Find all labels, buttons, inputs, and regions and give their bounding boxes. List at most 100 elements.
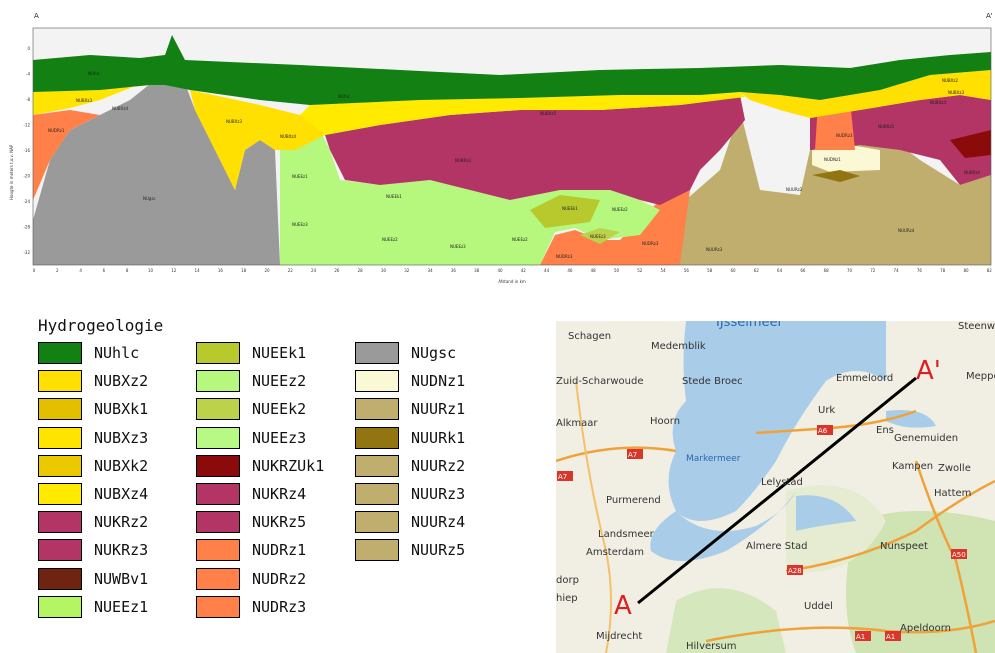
legend-item: NUBXk2 [38, 454, 148, 477]
unit-label: NUBXz3 [76, 98, 93, 103]
legend-item: NUWBv1 [38, 567, 148, 590]
unit-nuurk-right [812, 170, 860, 182]
unit-label: NUBXz4 [280, 134, 297, 139]
legend-label: NUURz3 [411, 485, 466, 503]
legend-item: NUBXk1 [38, 398, 148, 421]
legend-swatch [196, 370, 240, 393]
x-tick-label: 74 [894, 268, 900, 273]
unit-label: NUKRz5 [878, 124, 894, 129]
map-place-label: dorp [556, 575, 579, 586]
legend-swatch [355, 483, 399, 505]
legend-item: NUKRz3 [38, 539, 148, 562]
x-tick-label: 56 [684, 268, 690, 273]
map-place-label: Schagen [568, 331, 611, 342]
x-tick-label: 64 [777, 268, 783, 273]
legend-label: NUDRz2 [252, 569, 307, 588]
section-end-label: A' [986, 12, 993, 20]
unit-label: NUBXz4 [930, 100, 947, 105]
y-tick-label: -20 [23, 174, 30, 179]
road-a1 [705, 619, 995, 643]
unit-label: NUBXz4 [112, 106, 129, 111]
randmeer-water [796, 495, 856, 531]
ijsselmeer-water [668, 321, 886, 521]
x-tick-label: 22 [288, 268, 294, 273]
x-axis-label: Afstand in km [498, 279, 526, 284]
unit-label: NUDRz3 [642, 241, 659, 246]
plot-frame [32, 27, 992, 266]
unit-nubx-center [190, 90, 330, 190]
map-place-label: Almere Stad [746, 541, 807, 552]
x-tick-label: 18 [241, 268, 247, 273]
legend-swatch [38, 567, 82, 590]
legend-label: NUBXz4 [94, 485, 149, 503]
x-tick-label: 0 [33, 268, 36, 273]
road-a7 [556, 446, 677, 463]
unit-labels: NUhlcNUhlcNUBXz3NUBXz4NUDRz1NUgscNUBXz3N… [48, 71, 980, 259]
legend-swatch [355, 370, 399, 393]
map-place-label: Ens [876, 425, 894, 436]
legend-item: NUEEz3 [196, 426, 307, 449]
x-tick-label: 6 [103, 268, 106, 273]
markermeer-water [650, 491, 796, 561]
x-tick-label: 62 [754, 268, 760, 273]
unit-label: NUBXz3 [948, 90, 965, 95]
legend-swatch [196, 454, 240, 477]
legend-swatch [355, 398, 399, 421]
legend-label: NUURk1 [411, 428, 466, 447]
location-map: A A' SchagenMedemblikIJsselmeerZuid-Scha… [556, 321, 995, 653]
x-tick-label: 46 [567, 268, 573, 273]
road-label: A6 [818, 427, 828, 435]
x-tick-label: 52 [637, 268, 643, 273]
legend-label: NUEEz3 [252, 428, 307, 447]
point-a-label: A [614, 591, 632, 621]
y-tick-label: -24 [23, 199, 30, 204]
x-tick-label: 4 [79, 268, 82, 273]
map-place-label: Hilversum [686, 641, 737, 652]
x-tick-label: 50 [614, 268, 620, 273]
road-label: A28 [788, 567, 802, 575]
point-a-prime-label: A' [916, 356, 941, 386]
legend-label: NUEEz1 [94, 597, 149, 616]
unit-nubx-middle [300, 92, 745, 135]
road-shield [885, 631, 901, 641]
legend-label: NUBXz2 [94, 372, 149, 391]
x-tick-label: 32 [404, 268, 410, 273]
map-place-label: Stede Broec [682, 376, 743, 387]
x-tick-label: 20 [264, 268, 270, 273]
x-tick-label: 66 [800, 268, 806, 273]
legend-label: NUgsc [411, 344, 457, 362]
map-place-label: Amsterdam [586, 547, 644, 558]
legend-swatch [355, 454, 399, 477]
unit-label: NUEEk1 [386, 194, 402, 199]
unit-nubx-left [33, 45, 172, 115]
x-tick-label: 12 [171, 268, 177, 273]
legend-item: NUDRz1 [196, 539, 306, 562]
legend-label: NUEEk1 [252, 344, 307, 362]
unit-label: NUEEz2 [512, 237, 528, 242]
x-tick-label: 60 [730, 268, 736, 273]
legend-swatch [38, 595, 82, 618]
x-tick-label: 40 [497, 268, 503, 273]
legend-item: NUKRz2 [38, 511, 148, 534]
unit-nuurz-right [650, 110, 991, 265]
legend-label: NUURz5 [411, 541, 466, 560]
legend-swatch [355, 342, 399, 364]
legend-item: NUEEk1 [196, 342, 306, 364]
unit-label: NUDNz1 [824, 157, 841, 162]
legend-label: NUDRz3 [252, 597, 307, 616]
legend-label: NUKRZUk1 [252, 456, 325, 475]
x-tick-label: 10 [148, 268, 154, 273]
unit-label: NUBXz5 [540, 111, 557, 116]
unit-nudnz-right [812, 145, 880, 172]
road-label: A7 [558, 473, 567, 481]
map-place-label: Hoorn [650, 416, 680, 427]
y-tick-label: -4 [26, 72, 30, 77]
unit-nuhlc-top [33, 35, 991, 105]
unit-label: NUURz4 [898, 228, 915, 233]
unit-label: NUDRz3 [556, 254, 573, 259]
x-tick-label: 82 [987, 268, 993, 273]
legend-swatch [196, 567, 240, 590]
legend-swatch [355, 539, 399, 562]
map-place-label: hiep [556, 593, 578, 604]
